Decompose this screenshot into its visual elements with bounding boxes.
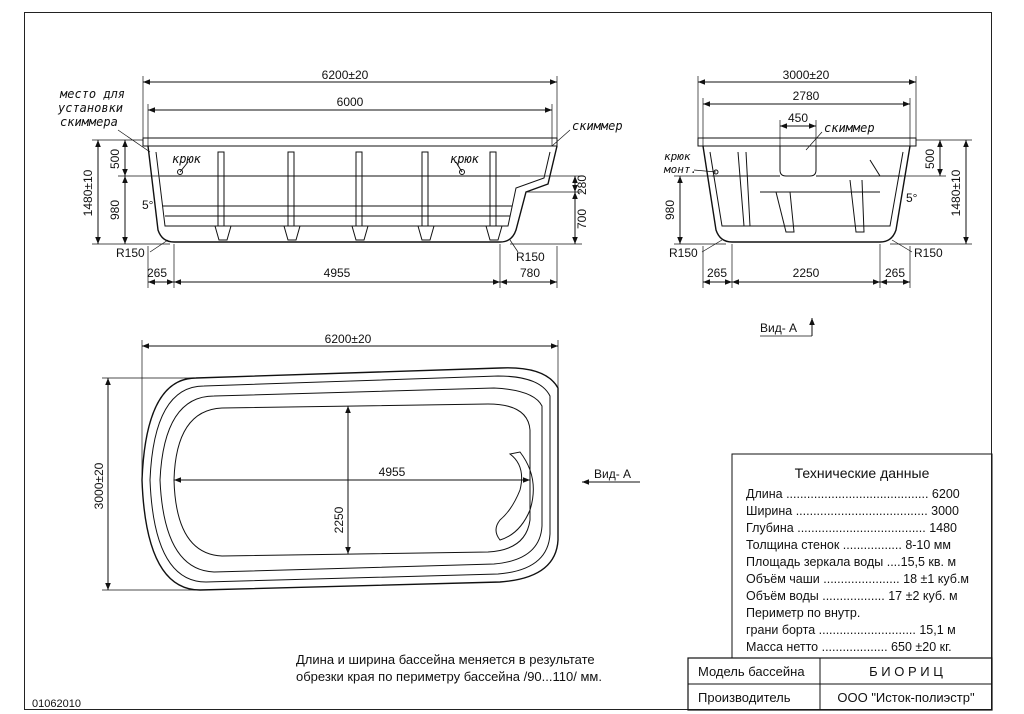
end-depth-980: 980 (663, 200, 677, 220)
side-hook-right-label: крюк (450, 152, 480, 166)
plan-view-a-label: Вид- А (594, 467, 631, 481)
spec-water-volume: Объём воды .................. 17 ±2 куб.… (746, 589, 958, 603)
skimmer-place-label-3: скиммера (60, 115, 118, 129)
plan-overall-length: 6200±20 (325, 332, 372, 346)
model-label: Модель бассейна (698, 664, 805, 679)
specs-box: Технические данные Длина ...............… (731, 453, 993, 659)
side-inner-shell (155, 151, 551, 227)
spec-bowl-volume: Объём чаши ...................... 18 ±1 … (746, 572, 969, 586)
side-shell (147, 145, 558, 243)
side-step-280: 280 (575, 175, 589, 195)
spec-wall: Толщина стенок ................. 8-10 мм (746, 538, 951, 552)
spec-mass: Масса нетто ................... 650 ±20 … (746, 640, 952, 654)
side-depth-total: 1480±10 (81, 169, 95, 216)
side-view (92, 76, 582, 288)
maker-label: Производитель (698, 690, 791, 705)
plan-overall-width: 3000±20 (92, 462, 106, 509)
side-bottom-780: 780 (520, 266, 540, 280)
end-skimmer-width: 450 (788, 111, 808, 125)
plan-bowl-edge (159, 387, 543, 573)
side-inner-length: 6000 (337, 95, 364, 109)
skimmer-place-label-1: место для (59, 87, 125, 101)
end-view (674, 76, 972, 337)
drawing-frame (24, 12, 992, 710)
view-a-top-label: Вид- А (760, 321, 797, 335)
end-bottom-265-left: 265 (707, 266, 727, 280)
plan-step (495, 451, 534, 541)
end-rim (697, 137, 917, 147)
side-overall-length: 6200±20 (322, 68, 369, 82)
end-shell (702, 145, 911, 243)
side-skimmer-label: скиммер (572, 119, 623, 133)
plan-inner-width: 2250 (332, 506, 346, 533)
plan-inner-length: 4955 (379, 465, 406, 479)
plan-view (102, 340, 640, 591)
spec-perimeter-2: грани борта ............................… (746, 623, 956, 637)
skimmer-place-label-2: установки (57, 101, 123, 115)
end-hook-label-1: крюк (664, 150, 691, 163)
side-depth-980: 980 (108, 200, 122, 220)
note: Длина и ширина бассейна меняется в резул… (296, 652, 602, 684)
spec-width: Ширина .................................… (746, 504, 959, 518)
end-skimmer-label: скиммер (824, 121, 875, 135)
side-step-700: 700 (575, 209, 589, 229)
maker-value: ООО "Исток-полиэстр" (837, 690, 975, 705)
spec-perimeter-1: Периметр по внутр. (746, 606, 860, 620)
specs-title: Технические данные (795, 465, 930, 481)
side-hook-left-label: крюк (172, 152, 202, 166)
end-view-labels: 3000±20 2780 450 скиммер крюк монт. 500 … (663, 68, 963, 335)
end-overall-width: 3000±20 (783, 68, 830, 82)
plan-outer-rim (141, 367, 559, 591)
side-bottom-265: 265 (147, 266, 167, 280)
side-rim (142, 137, 558, 147)
note-line-1: Длина и ширина бассейна меняется в резул… (296, 652, 595, 667)
end-depth-total: 1480±10 (949, 169, 963, 216)
note-line-2: обрезки края по периметру бассейна /90..… (296, 669, 602, 684)
end-radius-left: R150 (669, 246, 698, 260)
title-block: Модель бассейна Б И О Р И Ц Производител… (687, 657, 993, 711)
side-depth-500: 500 (108, 149, 122, 169)
spec-depth: Глубина ................................… (746, 521, 957, 535)
end-bottom-265-right: 265 (885, 266, 905, 280)
plan-view-labels: 6200±20 3000±20 4955 2250 Вид- А (92, 332, 631, 533)
plan-rim-inner (149, 375, 551, 583)
model-value: Б И О Р И Ц (869, 664, 943, 679)
end-bottom-2250: 2250 (793, 266, 820, 280)
end-radius-right: R150 (914, 246, 943, 260)
spec-length: Длина ..................................… (746, 487, 960, 501)
side-radius-left: R150 (116, 246, 145, 260)
spec-surface: Площадь зеркала воды ....15,5 кв. м (746, 555, 956, 569)
side-view-labels: 6200±20 6000 место для установки скиммер… (57, 68, 623, 280)
end-angle: 5° (906, 191, 918, 205)
document-number: 01062010 (32, 698, 81, 710)
side-radius-right: R150 (516, 250, 545, 264)
end-hook-label-2: монт. (663, 163, 697, 176)
plan-bowl-floor (173, 403, 531, 557)
side-angle: 5° (142, 198, 154, 212)
end-inner-width: 2780 (793, 89, 820, 103)
side-bottom-4955: 4955 (324, 266, 351, 280)
end-skimmer-housing (779, 146, 817, 177)
end-depth-500: 500 (923, 149, 937, 169)
